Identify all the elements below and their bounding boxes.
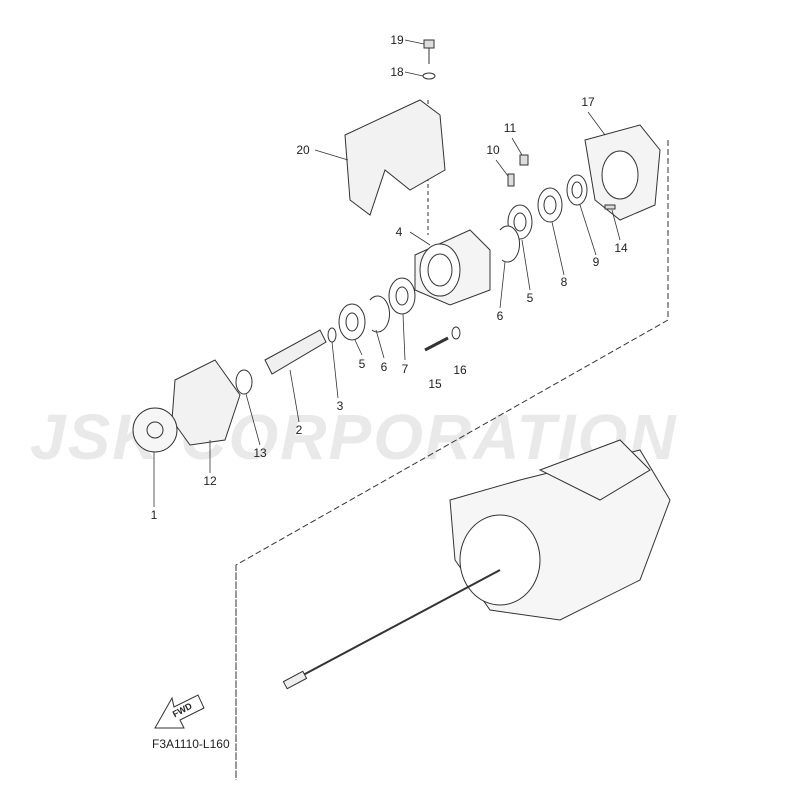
part-1-damper [132, 407, 178, 453]
part-2-shaft [264, 329, 327, 375]
part-15-bolt [424, 336, 449, 352]
callout-13: 13 [253, 446, 267, 460]
part-16-washer [451, 326, 461, 340]
jet-pump-assembly [449, 439, 671, 621]
callout-16: 16 [453, 363, 467, 377]
part-10-sensor [507, 173, 515, 187]
callout-8: 8 [560, 275, 568, 289]
part-14-pin [604, 204, 616, 210]
leader-lines [153, 39, 621, 507]
part-12-coupler [171, 359, 241, 446]
callout-18: 18 [390, 65, 404, 79]
drive-shaft [289, 569, 501, 683]
part-20-cover [344, 99, 446, 216]
callout-9: 9 [592, 255, 600, 269]
callout-19: 19 [390, 33, 404, 47]
bearings [235, 174, 588, 395]
callout-2: 2 [295, 423, 303, 437]
callout-6: 6 [380, 360, 388, 374]
fwd-arrow-icon [154, 694, 205, 729]
callout-5: 5 [358, 357, 366, 371]
part-18-washer [422, 72, 436, 80]
part-19-bolt [423, 39, 435, 49]
callout-7: 7 [401, 362, 409, 376]
part-11-cap [519, 154, 529, 166]
callout-4: 4 [395, 225, 403, 239]
assembly-frame [235, 140, 669, 780]
callout-6: 6 [496, 309, 504, 323]
callout-10: 10 [486, 143, 500, 157]
diagram-code: F3A1110-L160 [152, 737, 230, 751]
callout-1: 1 [150, 508, 158, 522]
callout-20: 20 [296, 143, 310, 157]
callout-17: 17 [581, 95, 595, 109]
callout-15: 15 [428, 377, 442, 391]
callout-5: 5 [526, 291, 534, 305]
callout-11: 11 [503, 121, 517, 135]
callout-14: 14 [614, 241, 628, 255]
callout-12: 12 [203, 474, 217, 488]
callout-3: 3 [336, 399, 344, 413]
